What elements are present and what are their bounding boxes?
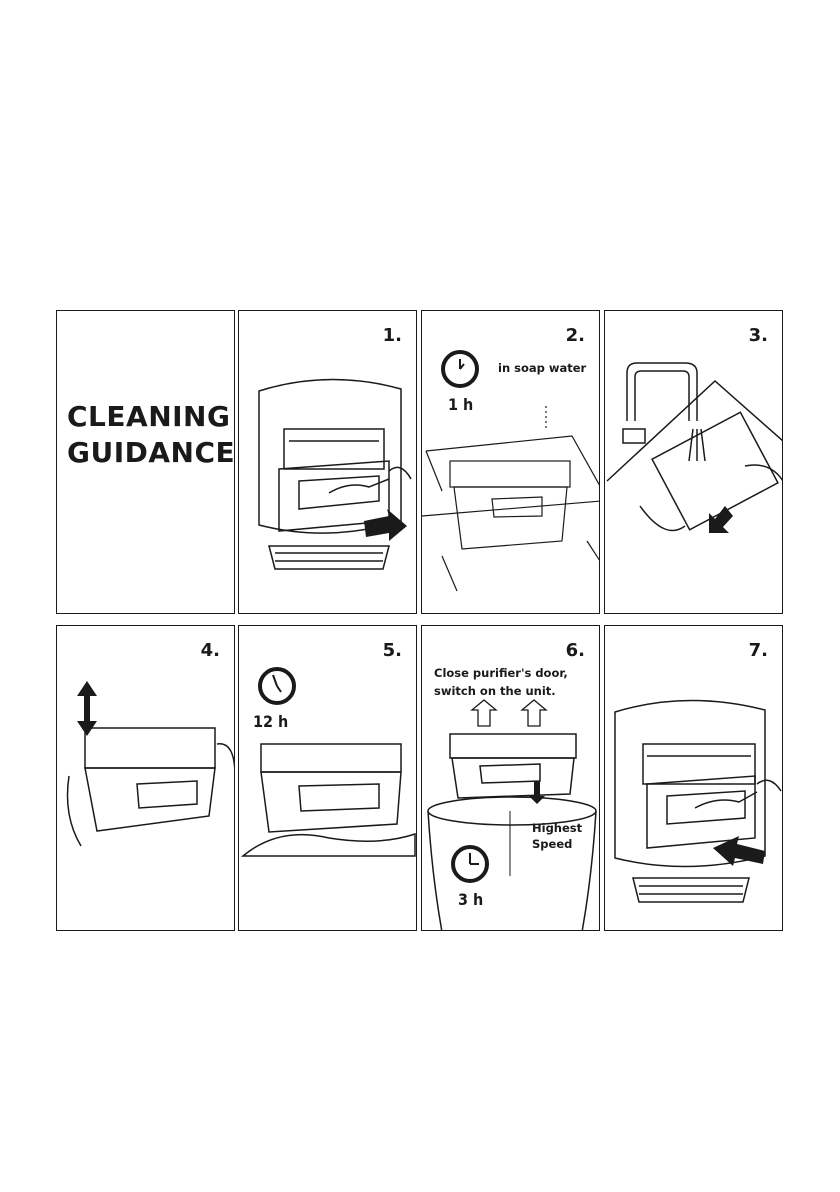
dry-duration: 12 h	[253, 712, 288, 731]
step-5-panel: 5. 12 h	[238, 625, 417, 931]
shake-illustration	[57, 626, 235, 931]
soak-illustration	[422, 311, 600, 614]
rinse-illustration	[605, 311, 783, 614]
step-4-panel: 4.	[56, 625, 235, 931]
title-panel: CLEANING GUIDANCE	[56, 310, 235, 614]
soak-note: in soap water	[498, 361, 586, 375]
purifier-open-illustration	[239, 311, 417, 614]
double-arrow-icon	[709, 481, 745, 533]
soak-duration: 1 h	[448, 395, 473, 414]
clock-icon	[443, 352, 477, 386]
clock-icon	[453, 847, 487, 881]
step-1-panel: 1.	[238, 310, 417, 614]
step-2-panel: 2. in soap water 1 h	[421, 310, 600, 614]
clock-icon	[260, 669, 294, 703]
dry-illustration	[239, 626, 417, 931]
speed-line-2: Speed	[532, 836, 582, 852]
reinsert-illustration	[605, 626, 783, 931]
speed-line-1: Highest	[532, 820, 582, 836]
up-arrow-icon	[472, 700, 546, 726]
step-7-panel: 7.	[604, 625, 783, 931]
title-line-2: GUIDANCE	[67, 435, 235, 471]
title-line-1: CLEANING	[67, 399, 235, 435]
speed-note: Highest Speed	[532, 820, 582, 852]
step-6-panel: 6. Close purifier's door, switch on the …	[421, 625, 600, 931]
guide-title: CLEANING GUIDANCE	[67, 399, 235, 471]
run-unit-illustration	[422, 626, 600, 931]
run-duration: 3 h	[458, 890, 483, 909]
step-3-panel: 3.	[604, 310, 783, 614]
